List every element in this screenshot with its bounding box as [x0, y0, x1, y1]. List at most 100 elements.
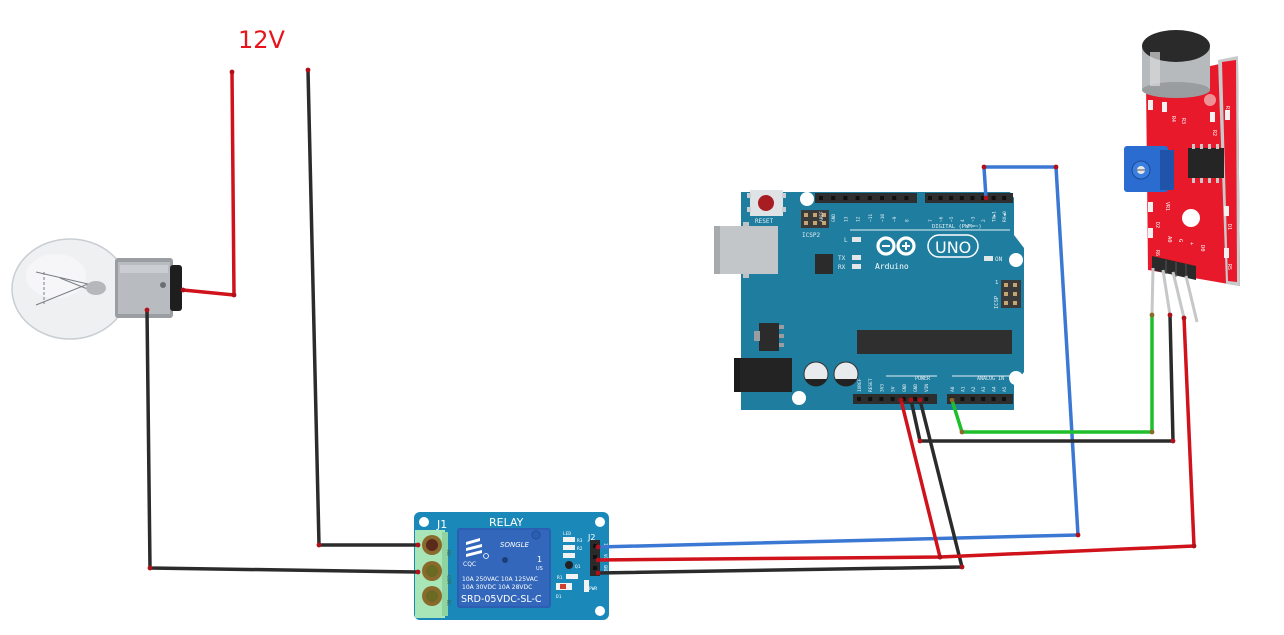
relay-input-pin[interactable] — [593, 544, 597, 548]
wire-bend-point[interactable] — [415, 569, 421, 575]
wire-bend-point[interactable] — [595, 544, 601, 550]
header-pin[interactable] — [949, 196, 954, 200]
header-pin[interactable] — [970, 397, 975, 401]
header-pin[interactable] — [892, 196, 897, 200]
mic-silk-label: R1 — [1224, 106, 1230, 112]
wire-bend-point[interactable] — [949, 397, 955, 403]
power-pin-label: 3V3 — [879, 384, 885, 392]
wire-bend-point[interactable] — [231, 292, 237, 298]
terminal-pin-label: NC — [445, 600, 451, 606]
lamp[interactable] — [11, 238, 182, 340]
header-pin[interactable] — [928, 196, 932, 200]
wire-bend-point[interactable] — [981, 164, 987, 170]
header-pin[interactable] — [855, 196, 860, 200]
wire-bend-point[interactable] — [1191, 543, 1197, 549]
icsp2-label: ICSP2 — [802, 232, 820, 239]
voltage-regulator — [754, 323, 784, 351]
digital-pin-label: ~3 — [970, 216, 976, 222]
terminal-screw-nc[interactable] — [422, 586, 442, 606]
header-pin[interactable] — [991, 196, 996, 200]
header-pin[interactable] — [819, 196, 823, 200]
header-pin[interactable] — [913, 397, 917, 401]
mounting-hole — [419, 517, 429, 527]
wire-bend-point[interactable] — [595, 570, 601, 576]
wire-bend-point[interactable] — [1075, 532, 1081, 538]
dc-power-jack[interactable] — [734, 358, 792, 392]
wire-bend-point[interactable] — [908, 397, 914, 403]
header-pin[interactable] — [981, 397, 986, 401]
header-pin[interactable] — [879, 397, 884, 401]
header-pin[interactable] — [867, 196, 872, 200]
power-pin-label: GND — [902, 384, 908, 392]
relay-input-pin[interactable] — [593, 555, 597, 559]
wire-bend-point[interactable] — [937, 554, 943, 560]
header-pin[interactable] — [959, 196, 964, 200]
wire-bend-point[interactable] — [180, 287, 186, 293]
wire-bend-point[interactable] — [415, 542, 421, 548]
terminal-screw-com[interactable] — [422, 561, 442, 581]
led-on — [984, 256, 993, 261]
header-pin[interactable] — [904, 196, 909, 200]
wire-supply-positive[interactable] — [181, 70, 236, 297]
header-pin[interactable] — [991, 397, 996, 401]
header-pin[interactable] — [843, 196, 848, 200]
power-pin-label: VIN — [924, 384, 930, 392]
header-pin[interactable] — [938, 196, 943, 200]
wire-bend-point[interactable] — [959, 429, 965, 435]
header-pin[interactable] — [880, 196, 884, 200]
wire-bend-point[interactable] — [1053, 164, 1059, 170]
terminal-screw-no[interactable] — [422, 535, 442, 555]
header-pin[interactable] — [890, 397, 895, 401]
header-pin[interactable] — [924, 397, 929, 401]
wire-bend-point[interactable] — [1181, 315, 1187, 321]
relay-input-pin-label: VCC — [603, 554, 608, 562]
relay-model: SRD-05VDC-SL-C — [461, 594, 542, 605]
header-pin[interactable] — [1002, 196, 1007, 200]
header-pin[interactable] — [981, 196, 985, 200]
analog-pin-label: A0 — [950, 386, 956, 392]
mounting-hole — [595, 606, 605, 616]
wire-bend-point[interactable] — [898, 397, 904, 403]
usb-port[interactable] — [714, 222, 778, 278]
wire-bend-point[interactable] — [1170, 438, 1176, 444]
wire-bend-point[interactable] — [1149, 429, 1155, 435]
wire-bend-point[interactable] — [1167, 312, 1173, 318]
header-pin[interactable] — [960, 397, 965, 401]
wire-mic-gnd[interactable] — [909, 313, 1175, 443]
digital-pin-label: GND — [831, 214, 837, 222]
wire-bend-point[interactable] — [229, 69, 235, 75]
wire-bend-point[interactable] — [1149, 312, 1155, 318]
header-pin[interactable] — [1002, 397, 1006, 401]
wire-bend-point[interactable] — [144, 307, 150, 313]
wire-mic-analog[interactable] — [950, 313, 1154, 434]
reset-button[interactable] — [747, 190, 786, 216]
wires — [144, 67, 1197, 576]
relay-input-pin[interactable] — [593, 566, 597, 570]
wire-bend-point[interactable] — [959, 564, 965, 570]
wire-bend-point[interactable] — [316, 542, 322, 548]
header-pin[interactable] — [970, 196, 975, 200]
wire-bend-point[interactable] — [595, 557, 601, 563]
power-pin-label: IOREF — [857, 378, 863, 392]
mic-silk-label: R4 — [1170, 116, 1176, 122]
trimmer-potentiometer[interactable] — [1124, 146, 1174, 192]
header-pin[interactable] — [857, 397, 861, 401]
wire-bend-point[interactable] — [983, 195, 989, 201]
wire-relay-vcc[interactable] — [596, 398, 942, 562]
wire-bend-point[interactable] — [917, 438, 923, 444]
wire-bend-point[interactable] — [305, 67, 311, 73]
relay-silk-label: R3 — [577, 538, 583, 544]
wire-lamp-return[interactable] — [145, 308, 420, 574]
header-pin[interactable] — [831, 196, 836, 200]
wire-bend-point[interactable] — [147, 565, 153, 571]
header-pin[interactable] — [868, 397, 873, 401]
header-pin[interactable] — [901, 397, 906, 401]
led-rx-label: RX — [838, 264, 846, 271]
wire-bend-point[interactable] — [917, 397, 923, 403]
smd-components — [1148, 100, 1230, 258]
relay-header-label: RELAY — [489, 516, 524, 529]
wire-supply-negative[interactable] — [306, 68, 420, 547]
